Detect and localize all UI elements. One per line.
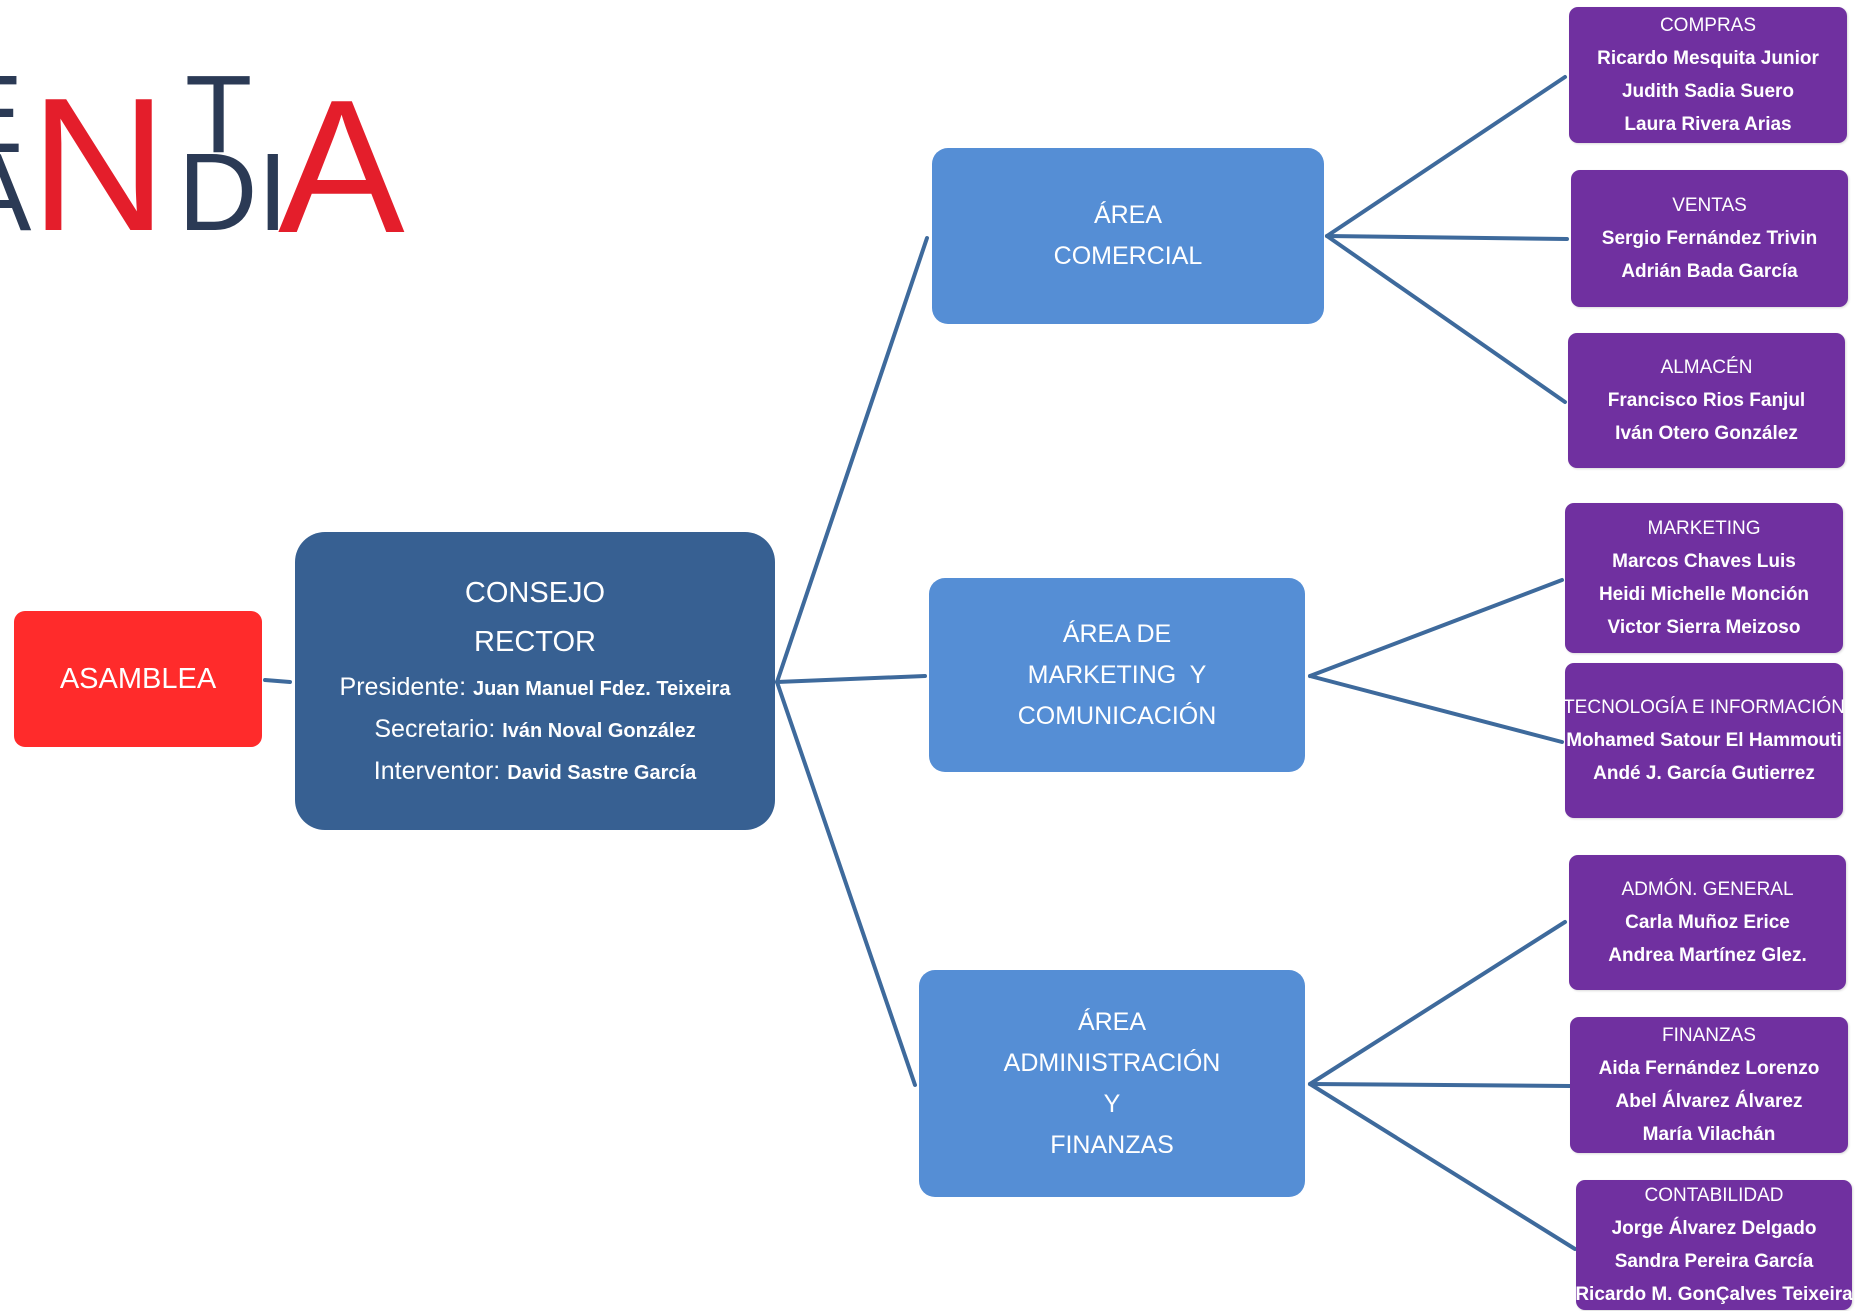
consejo-title-2: RECTOR	[474, 626, 596, 658]
dept-title: TECNOLOGÍA E INFORMACIÓN	[1563, 697, 1845, 718]
area-marketing-box: ÁREA DE MARKETING Y COMUNICACIÓN	[929, 578, 1305, 772]
area-line: ÁREA	[1077, 1007, 1147, 1036]
dept-finanzas-box: FINANZAS Aida Fernández Lorenzo Abel Álv…	[1570, 1017, 1848, 1153]
dept-title: ADMÓN. GENERAL	[1621, 879, 1794, 900]
dept-member: Sergio Fernández Trivin	[1601, 228, 1818, 249]
connector-admin-contabilidad	[1308, 1082, 1577, 1251]
dept-almacen-box: ALMACÉN Francisco Rios Fanjul Iván Otero…	[1568, 333, 1845, 468]
connector-consejo-marketing	[775, 674, 927, 684]
dept-member: Adrián Bada García	[1621, 261, 1798, 282]
connector-marketing-tecnologia	[1308, 674, 1564, 744]
dept-member: Abel Álvarez Álvarez	[1615, 1091, 1803, 1112]
connector-marketing-marketing	[1308, 578, 1564, 678]
area-line: ÁREA DE	[1062, 619, 1172, 648]
dept-member: Victor Sierra Meizoso	[1607, 617, 1801, 638]
logo: E N T A DI A	[0, 60, 405, 250]
area-line: ADMINISTRACIÓN	[1003, 1048, 1221, 1077]
secretario-row: Secretario: Iván Noval González	[374, 709, 695, 751]
dept-member: Sandra Pereira García	[1614, 1251, 1814, 1272]
presidente-row: Presidente: Juan Manuel Fdez. Teixeira	[340, 667, 731, 709]
area-line: FINANZAS	[1050, 1130, 1174, 1159]
logo-a-red: A	[278, 61, 405, 250]
dept-marketing-box: MARKETING Marcos Chaves Luis Heidi Miche…	[1565, 503, 1843, 653]
asamblea-label: ASAMBLEA	[59, 662, 217, 695]
logo-row2-dark: A	[0, 131, 32, 250]
interventor-row: Interventor: David Sastre García	[374, 751, 696, 793]
dept-member: Marcos Chaves Luis	[1612, 551, 1796, 572]
presidente-name: Juan Manuel Fdez. Teixeira	[472, 678, 731, 700]
connector-comercial-almacen	[1325, 234, 1567, 404]
dept-member: Jorge Álvarez Delgado	[1611, 1218, 1817, 1239]
asamblea-box: ASAMBLEA	[14, 611, 262, 747]
dept-member: María Vilachán	[1642, 1124, 1776, 1145]
consejo-title-1: CONSEJO	[464, 577, 606, 609]
dept-member: Iván Otero González	[1615, 423, 1798, 444]
connector-comercial-compras	[1325, 75, 1567, 238]
dept-member: Carla Muñoz Erice	[1625, 912, 1790, 933]
logo-n-red: N	[30, 60, 167, 250]
presidente-label: Presidente:	[339, 673, 467, 701]
dept-contabilidad-box: CONTABILIDAD Jorge Álvarez Delgado Sandr…	[1575, 1180, 1853, 1310]
dept-member: Andrea Martínez Glez.	[1608, 945, 1807, 966]
dept-member: Heidi Michelle Monción	[1598, 584, 1810, 605]
logo-t: T	[185, 60, 252, 176]
area-comercial-box: ÁREA COMERCIAL	[932, 148, 1324, 324]
connector-consejo-comercial	[775, 236, 929, 684]
dept-title: FINANZAS	[1662, 1025, 1756, 1046]
dept-tecnologia-box: TECNOLOGÍA E INFORMACIÓN Mohamed Satour …	[1563, 663, 1845, 818]
dept-title: MARKETING	[1647, 518, 1761, 539]
dept-member: Ricardo Mesquita Junior	[1597, 48, 1819, 69]
logo-row1-dark: E	[0, 60, 23, 176]
dept-member: Aida Fernández Lorenzo	[1598, 1058, 1820, 1079]
dept-title: CONTABILIDAD	[1644, 1185, 1784, 1206]
dept-member: Ricardo M. GonÇalves Teixeira	[1575, 1284, 1853, 1305]
connector-consejo-admin	[775, 680, 917, 1087]
connector-admin-finanzas	[1308, 1082, 1572, 1088]
dept-member: Mohamed Satour El Hammouti	[1566, 730, 1842, 751]
dept-member: Francisco Rios Fanjul	[1607, 390, 1806, 411]
area-line: COMUNICACIÓN	[1017, 701, 1217, 730]
area-administracion-box: ÁREA ADMINISTRACIÓN Y FINANZAS	[919, 970, 1305, 1197]
dept-ventas-box: VENTAS Sergio Fernández Trivin Adrián Ba…	[1571, 170, 1848, 307]
area-line: Y	[1103, 1089, 1121, 1118]
dept-admon-general-box: ADMÓN. GENERAL Carla Muñoz Erice Andrea …	[1569, 855, 1846, 990]
dept-title: VENTAS	[1672, 195, 1747, 216]
secretario-name: Iván Noval González	[502, 720, 696, 742]
interventor-label: Interventor:	[373, 757, 501, 785]
interventor-name: David Sastre García	[507, 762, 697, 784]
connector-asamblea-consejo	[263, 678, 292, 684]
secretario-label: Secretario:	[374, 715, 496, 743]
connector-comercial-ventas	[1325, 234, 1569, 241]
dept-member: Laura Rivera Arias	[1624, 114, 1792, 135]
dept-title: ALMACÉN	[1660, 357, 1753, 378]
consejo-rector-box: CONSEJO RECTOR Presidente: Juan Manuel F…	[295, 532, 775, 830]
dept-member: Andé J. García Gutierrez	[1593, 763, 1815, 784]
dept-title: COMPRAS	[1659, 15, 1757, 36]
area-line: MARKETING Y	[1027, 660, 1207, 689]
logo-di: DI	[178, 131, 288, 250]
area-line: COMERCIAL	[1053, 242, 1203, 270]
dept-compras-box: COMPRAS Ricardo Mesquita Junior Judith S…	[1569, 7, 1847, 143]
connector-admin-admon	[1308, 920, 1567, 1086]
dept-member: Judith Sadia Suero	[1621, 81, 1795, 102]
area-line: ÁREA	[1093, 201, 1163, 229]
